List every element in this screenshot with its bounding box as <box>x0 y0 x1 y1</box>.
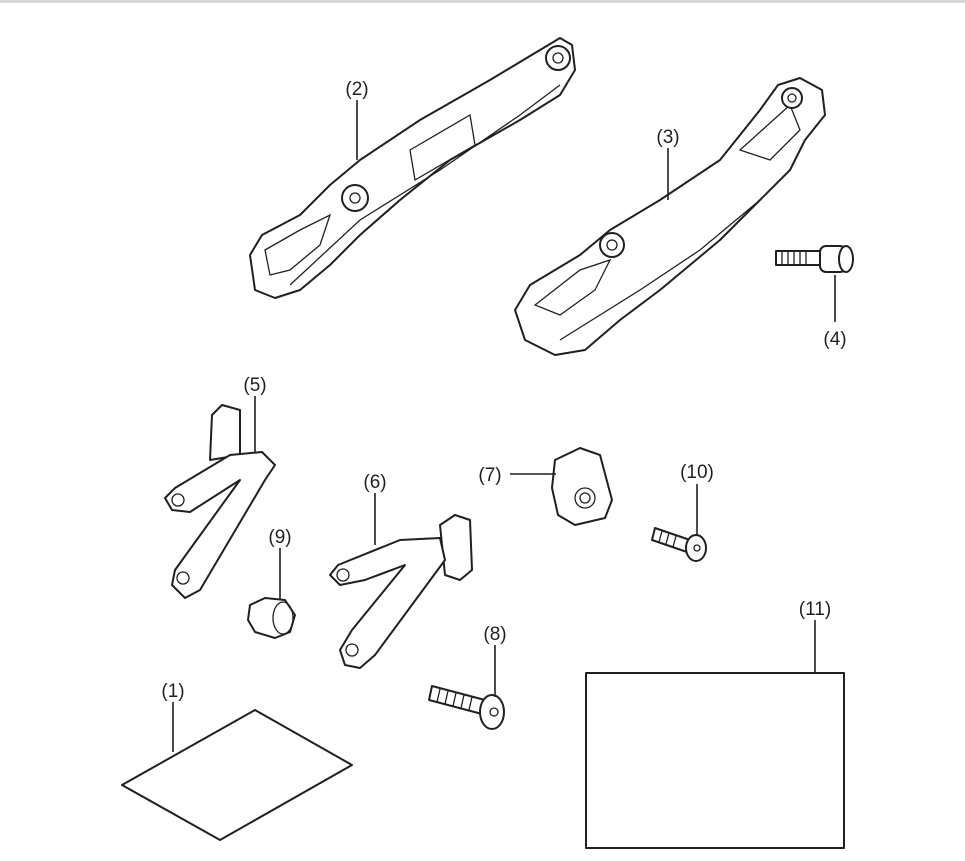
top-border <box>0 0 965 3</box>
part-4-bolt <box>775 245 854 273</box>
label-part-3: (3) <box>656 127 679 148</box>
label-part-11: (11) <box>799 599 831 620</box>
part-7-nut-block <box>551 447 613 526</box>
label-part-1: (1) <box>161 681 184 702</box>
label-part-7: (7) <box>478 465 501 486</box>
label-part-6: (6) <box>363 472 386 493</box>
label-part-5: (5) <box>243 375 266 396</box>
part-3-footrest-bracket <box>514 77 826 356</box>
part-6-bracket-plate <box>329 514 473 669</box>
label-part-4: (4) <box>823 329 846 350</box>
part-9-collar <box>247 597 296 639</box>
part-2-footrest-bracket <box>249 37 576 299</box>
part-8-bolt <box>428 685 505 730</box>
label-part-2: (2) <box>345 79 368 100</box>
part-11-manual <box>585 672 845 849</box>
label-part-10: (10) <box>680 462 714 483</box>
label-part-9: (9) <box>268 527 291 548</box>
part-10-bolt <box>651 527 707 562</box>
part-5-bracket-plate <box>164 404 276 599</box>
label-part-8: (8) <box>483 624 506 645</box>
leader-lines <box>172 100 836 752</box>
part-1-sheet <box>121 709 353 841</box>
